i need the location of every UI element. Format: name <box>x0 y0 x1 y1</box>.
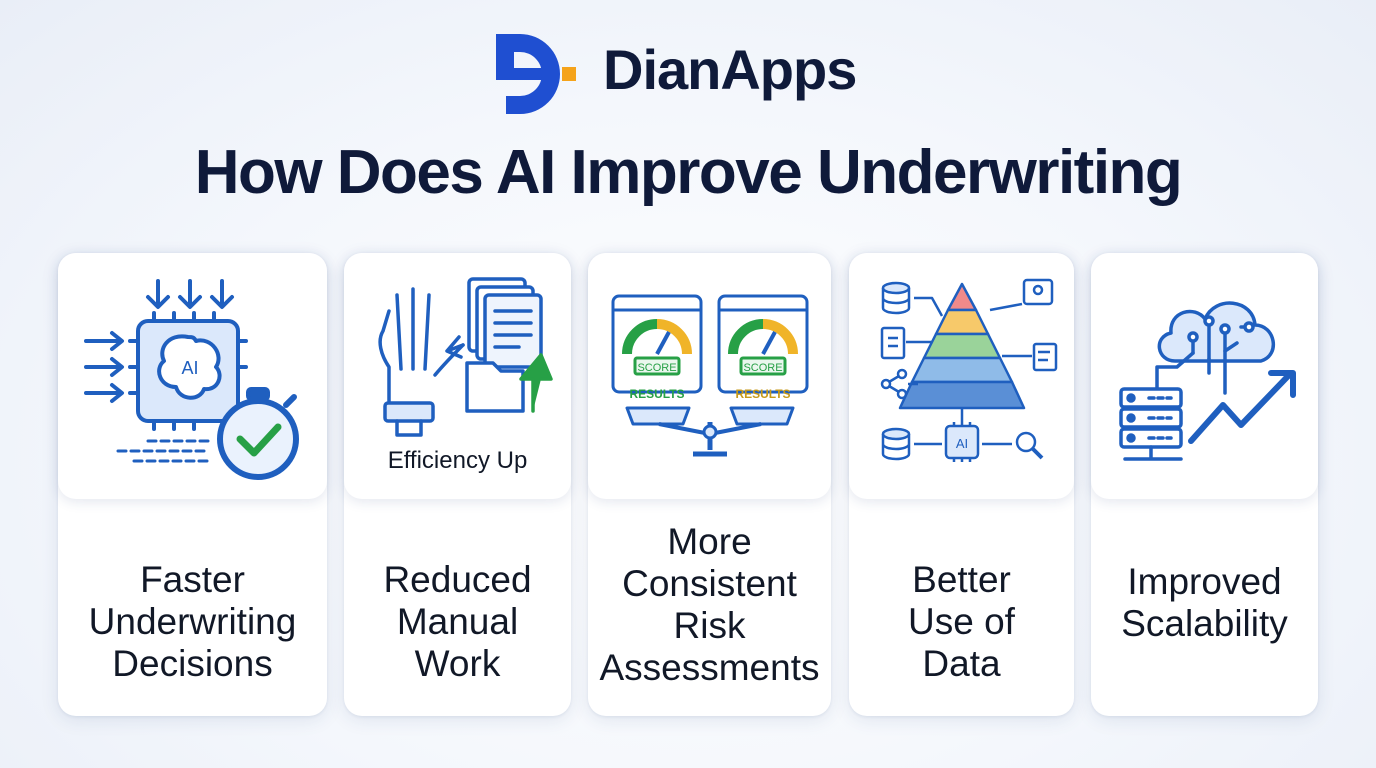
label-line: Better <box>912 559 1011 600</box>
dianapps-logo-icon <box>496 34 576 114</box>
label-line: Use of <box>908 601 1015 642</box>
label-line: Decisions <box>112 643 273 684</box>
icon-panel: AI <box>58 253 327 499</box>
chip-text: AI <box>955 436 967 451</box>
card-improved-scalability: Improved Scalability <box>1091 253 1318 716</box>
results-text: RESULTS <box>629 387 684 401</box>
card-faster-decisions: AI Faster Underwriting Decisions <box>58 253 327 716</box>
page-title: How Does AI Improve Underwriting <box>194 138 1183 207</box>
icon-panel: SCORE SCORE RESULTS RESULTS <box>588 253 831 499</box>
label-line: Work <box>414 643 501 684</box>
label-line: More <box>667 521 752 562</box>
label-line: Faster <box>140 559 245 600</box>
icon-panel: Efficiency Up <box>344 253 571 499</box>
icon-panel: AI <box>849 253 1074 499</box>
card-better-data: AI Better Use of Data <box>849 253 1074 716</box>
data-pyramid-icon: AI <box>880 278 1057 462</box>
card-label: Improved Scalability <box>1091 561 1318 645</box>
brand-name: DianApps <box>603 38 857 101</box>
cloud-server-growth-icon <box>1118 301 1296 461</box>
card-label: Faster Underwriting Decisions <box>58 559 327 685</box>
icon-panel <box>1091 253 1318 499</box>
score-text: SCORE <box>743 362 782 374</box>
label-line: Scalability <box>1121 603 1288 644</box>
robot-hand-documents-icon <box>377 277 553 438</box>
label-line: Assessments <box>599 647 820 688</box>
card-label: More Consistent Risk Assessments <box>588 521 831 689</box>
results-text: RESULTS <box>735 387 790 401</box>
label-line: Manual <box>396 601 519 642</box>
label-line: Underwriting <box>88 601 297 642</box>
label-line: Reduced <box>383 559 532 600</box>
brand-logo: DianApps <box>490 28 910 124</box>
card-label: Reduced Manual Work <box>344 559 571 685</box>
label-line: Improved <box>1127 561 1282 602</box>
efficiency-caption: Efficiency Up <box>387 447 528 474</box>
svg-text:AI: AI <box>181 358 198 378</box>
score-text: SCORE <box>637 362 676 374</box>
ai-chip-stopwatch-icon: AI <box>83 279 299 480</box>
card-reduced-manual-work: Efficiency Up Reduced Manual Work <box>344 253 571 716</box>
label-line: Consistent <box>622 563 797 604</box>
card-consistent-risk: SCORE SCORE RESULTS RESULTS More Consist… <box>588 253 831 716</box>
label-line: Risk <box>673 605 746 646</box>
card-label: Better Use of Data <box>849 559 1074 685</box>
label-line: Data <box>922 643 1001 684</box>
score-balance-icon: SCORE SCORE RESULTS RESULTS <box>611 294 808 457</box>
